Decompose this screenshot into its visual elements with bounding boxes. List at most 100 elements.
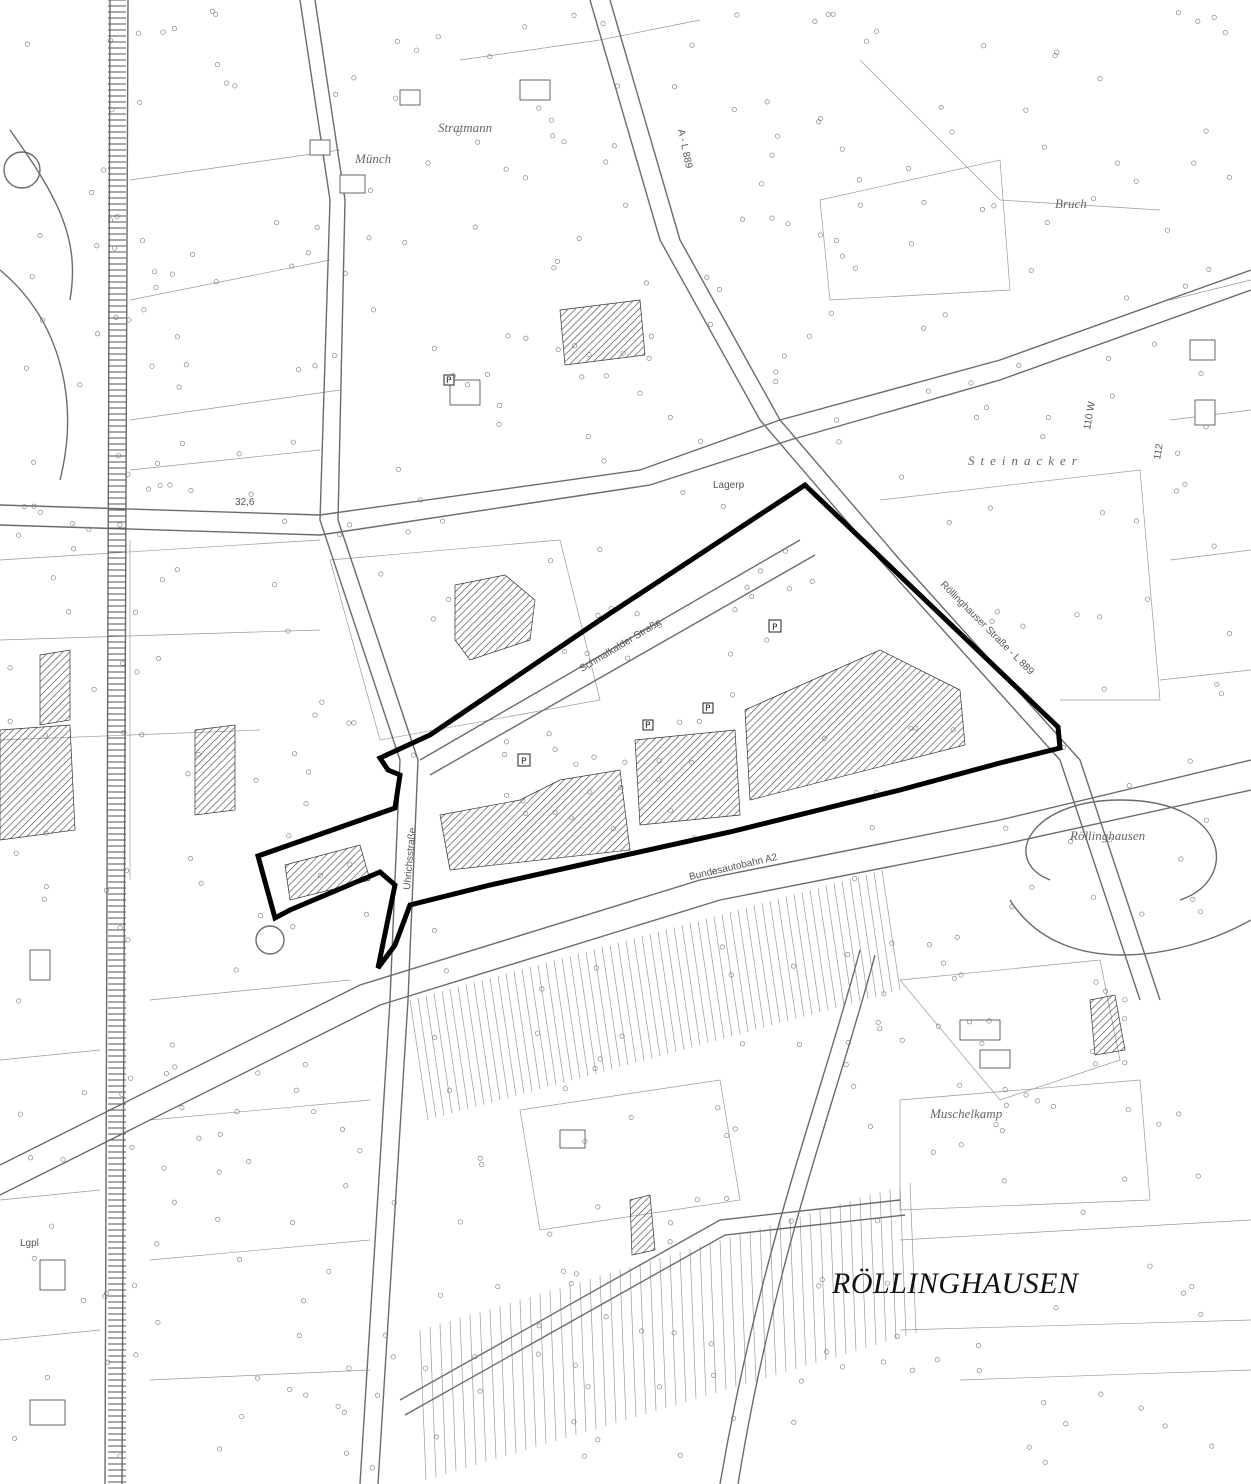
- tree-symbol: [43, 733, 49, 739]
- tree-symbol: [536, 105, 542, 111]
- tree-symbol: [1162, 1423, 1168, 1429]
- tree-symbol: [615, 83, 621, 89]
- tree-symbol: [979, 1040, 985, 1046]
- tree-symbol: [656, 777, 662, 783]
- street-label-uhrichs: Uhrichsstraße: [402, 827, 418, 890]
- tree-symbol: [351, 720, 357, 726]
- tree-symbol: [839, 146, 845, 152]
- tree-symbol: [95, 331, 101, 337]
- tree-symbol: [581, 1453, 587, 1459]
- tree-symbol: [757, 568, 763, 574]
- tree-symbol: [105, 1359, 111, 1365]
- tree-symbol: [552, 746, 558, 752]
- tree-symbol: [1211, 15, 1217, 21]
- tree-symbol: [708, 1341, 714, 1347]
- tree-symbol: [213, 11, 219, 17]
- tree-symbol: [1053, 1305, 1059, 1311]
- tree-symbol: [1165, 227, 1171, 233]
- tree-symbol: [899, 1037, 905, 1043]
- tree-symbol: [548, 558, 554, 564]
- tree-symbol: [732, 1126, 738, 1132]
- height-label-3: 112: [1152, 442, 1166, 460]
- tree-symbol: [648, 333, 654, 339]
- tree-symbol: [335, 1403, 341, 1409]
- tree-symbol: [991, 203, 997, 209]
- tree-symbol: [7, 718, 13, 724]
- tree-symbol: [727, 651, 733, 657]
- plot-line: [545, 962, 565, 1083]
- tree-symbol: [402, 240, 408, 246]
- tree-symbol: [1051, 1104, 1057, 1110]
- tree-symbol: [856, 177, 862, 183]
- plot-line: [721, 914, 741, 1035]
- tree-symbol: [91, 686, 97, 692]
- tree-symbol: [234, 1109, 240, 1115]
- tree-symbol: [167, 482, 173, 488]
- tree-symbol: [24, 41, 30, 47]
- tree-symbol: [867, 1124, 873, 1130]
- tree-symbol: [239, 1414, 245, 1420]
- tree-symbol: [744, 584, 750, 590]
- tree-symbol: [133, 1352, 139, 1358]
- plot-line: [833, 883, 853, 1004]
- plot-line: [633, 938, 653, 1059]
- tree-symbol: [293, 1087, 299, 1093]
- tree-symbol: [16, 998, 22, 1004]
- tree-symbol: [154, 1241, 160, 1247]
- tree-symbol: [215, 1216, 221, 1222]
- tree-symbol: [113, 314, 119, 320]
- plot-line: [909, 1182, 917, 1334]
- svg-text:P: P: [645, 721, 651, 731]
- plot-line: [749, 1230, 757, 1382]
- tree-symbol: [114, 214, 120, 220]
- tree-symbol: [950, 727, 956, 733]
- tree-symbol: [1145, 596, 1151, 602]
- tree-symbol: [1002, 1087, 1008, 1093]
- tree-symbol: [816, 119, 822, 125]
- tree-symbol: [579, 374, 585, 380]
- tree-symbol: [724, 1196, 730, 1202]
- tree-symbol: [121, 729, 127, 735]
- tree-symbol: [1126, 783, 1132, 789]
- tree-symbol: [410, 752, 416, 758]
- tree-symbol: [132, 609, 138, 615]
- tree-symbol: [796, 1042, 802, 1048]
- tree-symbol: [383, 1332, 389, 1338]
- tree-symbol: [71, 546, 77, 552]
- tree-symbol: [584, 651, 590, 657]
- tree-symbol: [986, 1018, 992, 1024]
- tree-symbol: [1063, 1421, 1069, 1427]
- tree-symbol: [333, 91, 339, 97]
- tree-symbol: [1103, 988, 1109, 994]
- tree-symbol: [769, 215, 775, 221]
- tree-symbol: [303, 1392, 309, 1398]
- tree-symbol: [1001, 1178, 1007, 1184]
- field-label-bruch: Bruch: [1055, 196, 1087, 211]
- tree-symbol: [503, 166, 509, 172]
- tree-symbol: [341, 1409, 347, 1415]
- plot-line: [881, 870, 901, 991]
- tree-symbol: [1097, 76, 1103, 82]
- plot-line: [519, 1299, 527, 1451]
- tree-symbol: [347, 522, 353, 528]
- tree-symbol: [585, 1384, 591, 1390]
- tree-symbol: [171, 1199, 177, 1205]
- tree-symbol: [347, 862, 353, 868]
- tree-symbol: [877, 1026, 883, 1032]
- tree-symbol: [788, 1218, 794, 1224]
- tree-symbol: [50, 575, 56, 581]
- tree-symbol: [390, 1354, 396, 1360]
- tree-symbol: [622, 759, 628, 765]
- tree-symbol: [440, 518, 446, 524]
- tree-symbol: [17, 1111, 23, 1117]
- tree-symbol: [587, 789, 593, 795]
- plot-line: [579, 1281, 587, 1433]
- tree-symbol: [391, 1200, 397, 1206]
- tree-symbol: [852, 265, 858, 271]
- tree-symbol: [290, 439, 296, 445]
- tree-symbol: [825, 11, 831, 17]
- tree-symbol: [119, 1091, 125, 1097]
- tree-symbol: [31, 459, 37, 465]
- tree-symbol: [213, 279, 219, 285]
